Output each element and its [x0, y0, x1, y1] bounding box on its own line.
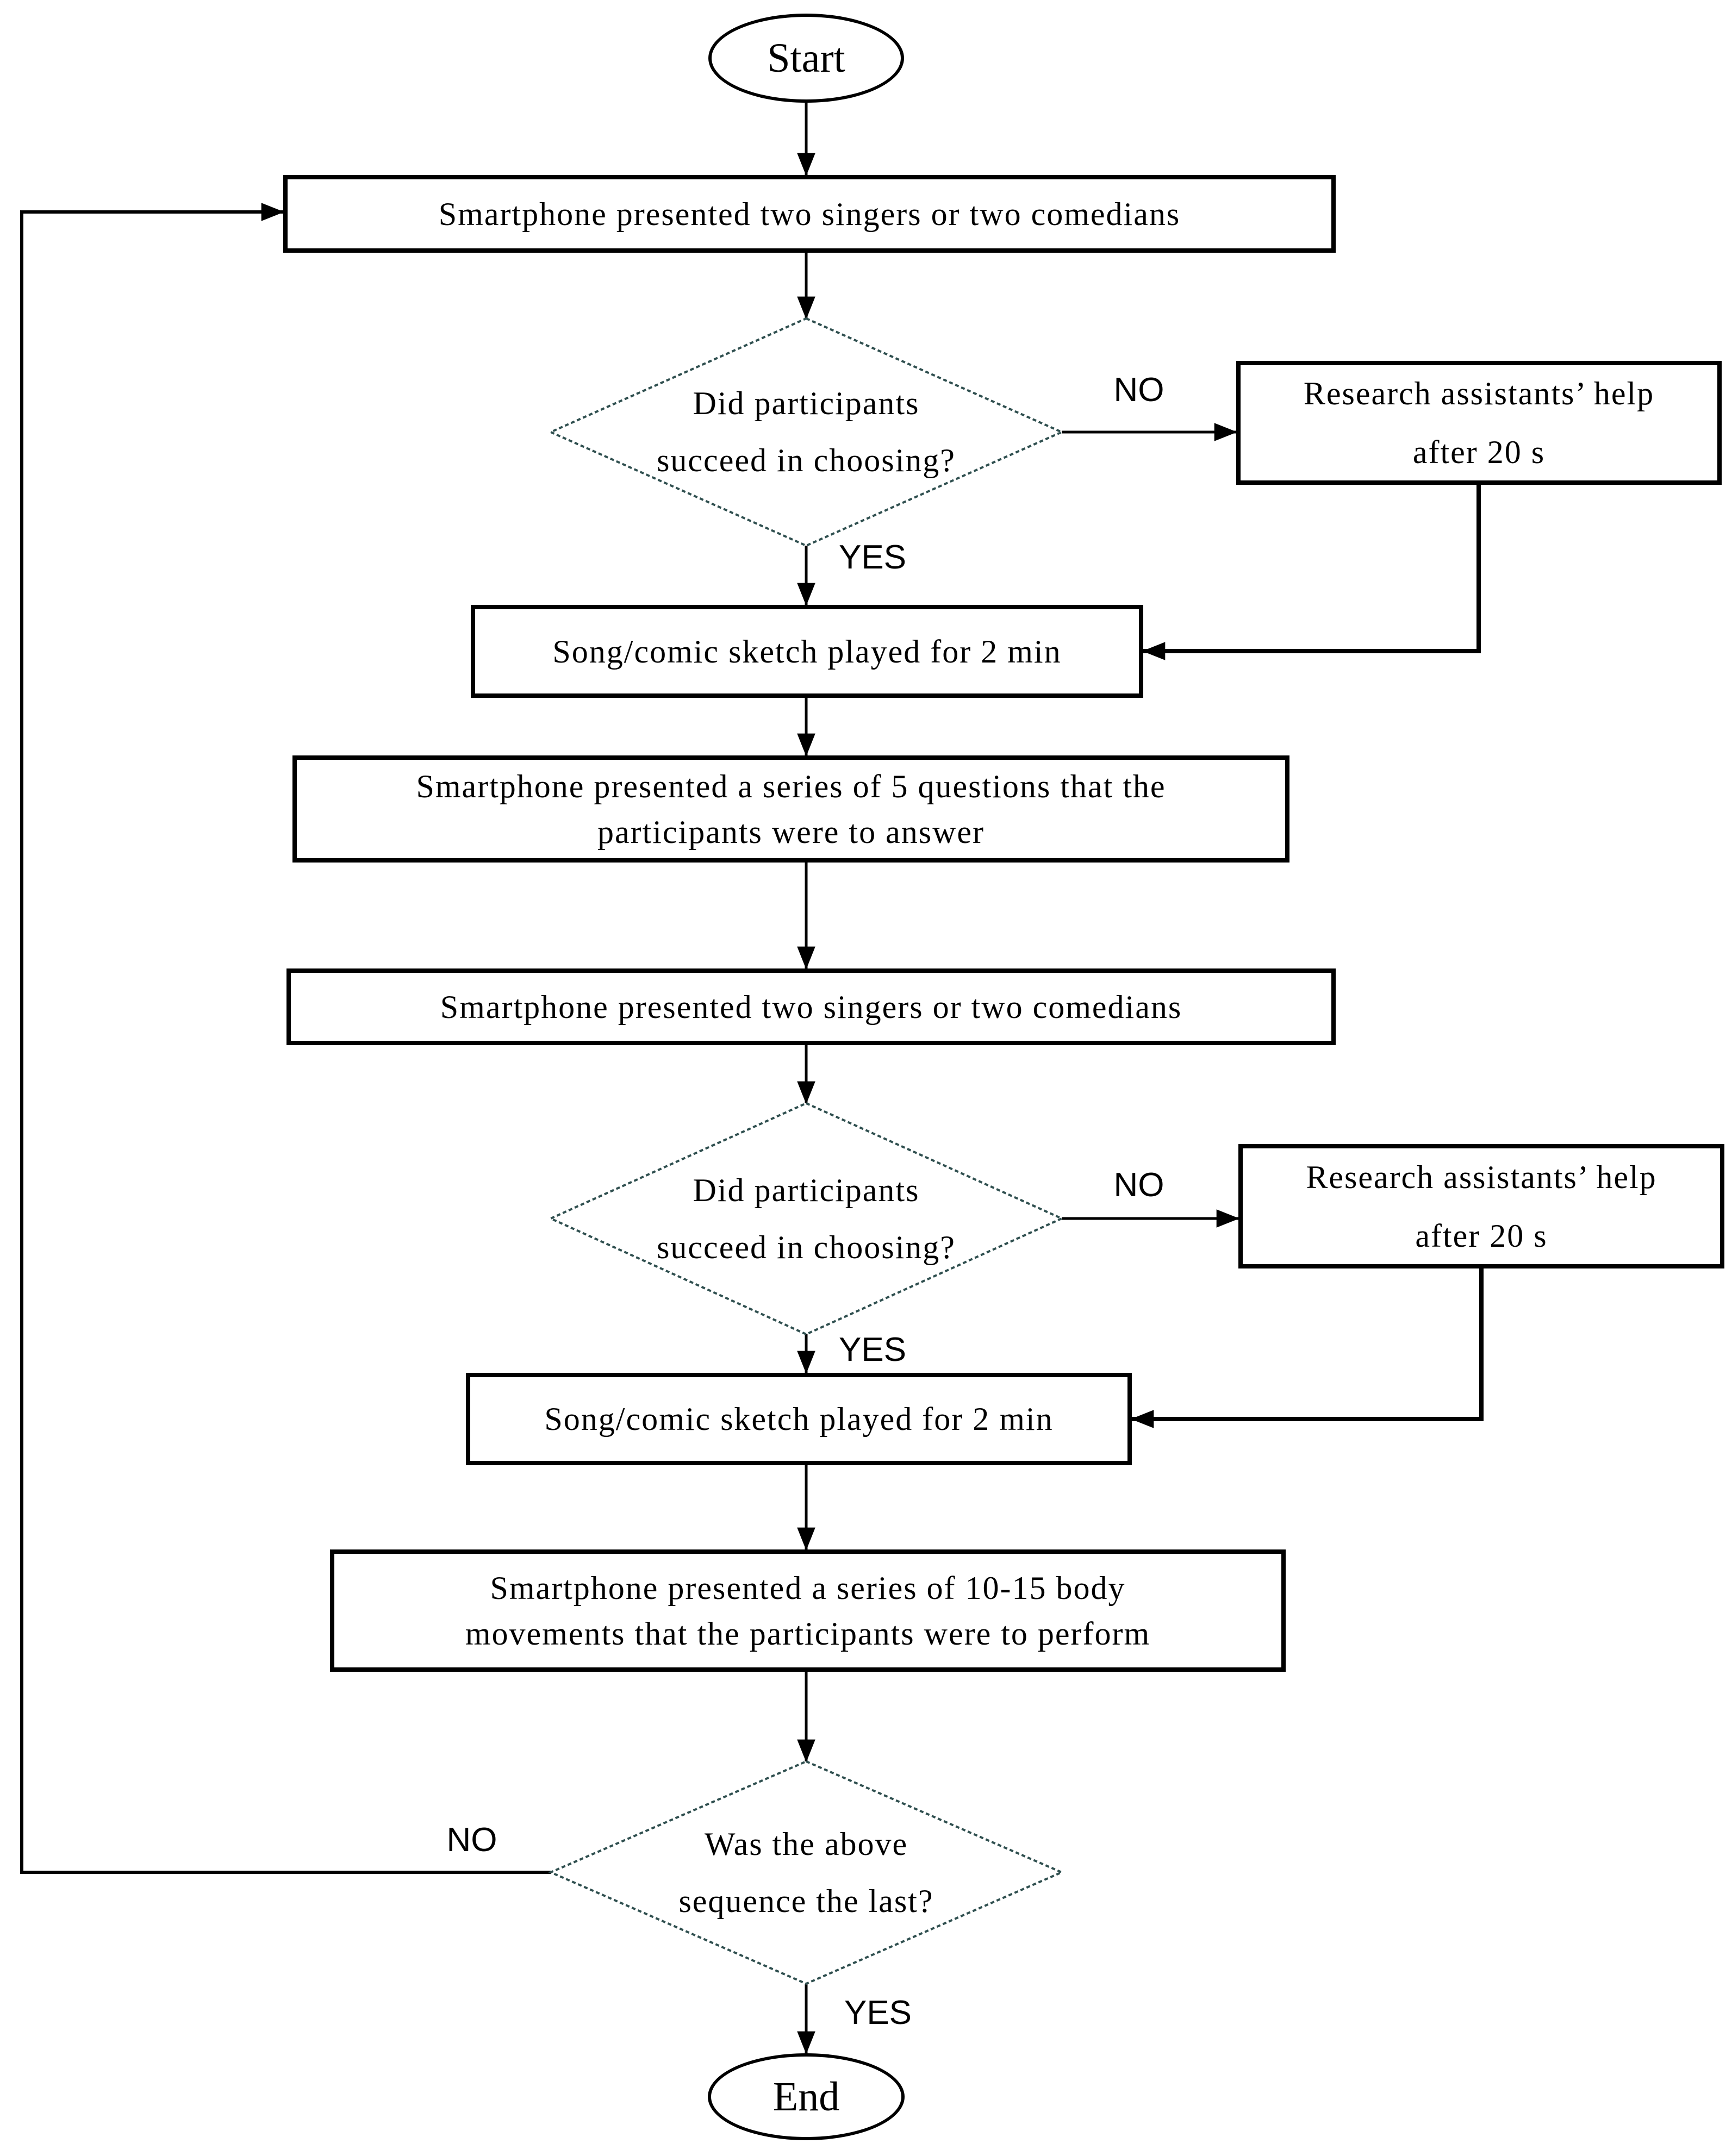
branch-label-no-1: NO: [1113, 371, 1164, 409]
branch-label-yes-1: YES: [838, 539, 907, 576]
node-research-help-1: Research assistants’ help after 20 s: [1236, 361, 1722, 485]
decision-choose-2-shape: [548, 1102, 1064, 1336]
branch-label-no-3: NO: [446, 1821, 497, 1859]
node-questions-line1: Smartphone presented a series of 5 quest…: [416, 768, 1166, 804]
decision-choose-1-shape: [548, 317, 1064, 547]
connector-research1-to-song1: [1142, 485, 1481, 660]
node-song-sketch-1: Song/comic sketch played for 2 min: [471, 605, 1143, 698]
node-song-sketch-1-label: Song/comic sketch played for 2 min: [552, 633, 1062, 670]
connector-last-no-loopback: [20, 203, 551, 1874]
decision-choose-1-line2: succeed in choosing?: [657, 442, 956, 478]
node-research-help-2: Research assistants’ help after 20 s: [1238, 1144, 1724, 1268]
node-song-sketch-2-label: Song/comic sketch played for 2 min: [544, 1401, 1054, 1437]
node-body-movements-line1: Smartphone presented a series of 10-15 b…: [490, 1570, 1126, 1606]
decision-choose-1-line1: Did participants: [693, 385, 920, 421]
decision-last-shape: [547, 1760, 1065, 1985]
node-body-movements: Smartphone presented a series of 10-15 b…: [330, 1549, 1286, 1672]
decision-last-line1: Was the above: [704, 1826, 908, 1862]
node-research-help-1-line2: after 20 s: [1412, 434, 1546, 470]
branch-label-no-2: NO: [1113, 1166, 1164, 1204]
end-terminal: End: [708, 2053, 905, 2140]
node-questions: Smartphone presented a series of 5 quest…: [292, 755, 1289, 863]
decision-choose-1-text: Did participants succeed in choosing?: [551, 318, 1062, 546]
decision-choose-2-text: Did participants succeed in choosing?: [551, 1103, 1062, 1334]
branch-label-yes-3: YES: [844, 1994, 912, 2032]
decision-choose-2-line2: succeed in choosing?: [657, 1229, 956, 1265]
node-song-sketch-2: Song/comic sketch played for 2 min: [466, 1373, 1132, 1465]
end-label: End: [772, 2073, 840, 2120]
node-questions-line2: participants were to answer: [597, 814, 985, 850]
node-singers-2-label: Smartphone presented two singers or two …: [440, 989, 1182, 1025]
decision-last-line2: sequence the last?: [678, 1883, 934, 1919]
connector-research2-to-song2: [1131, 1268, 1484, 1428]
node-singers-1: Smartphone presented two singers or two …: [283, 175, 1336, 253]
node-singers-2: Smartphone presented two singers or two …: [286, 968, 1336, 1045]
node-research-help-1-line1: Research assistants’ help: [1303, 376, 1655, 411]
decision-choose-2-line1: Did participants: [693, 1172, 920, 1208]
branch-label-yes-2: YES: [838, 1331, 907, 1368]
node-research-help-2-line1: Research assistants’ help: [1306, 1159, 1657, 1195]
start-label: Start: [767, 35, 845, 81]
node-research-help-2-line2: after 20 s: [1415, 1217, 1548, 1254]
node-body-movements-line2: movements that the participants were to …: [465, 1615, 1151, 1652]
start-terminal: Start: [708, 14, 904, 103]
decision-last-text: Was the above sequence the last?: [551, 1761, 1062, 1984]
node-singers-1-label: Smartphone presented two singers or two …: [438, 196, 1181, 232]
